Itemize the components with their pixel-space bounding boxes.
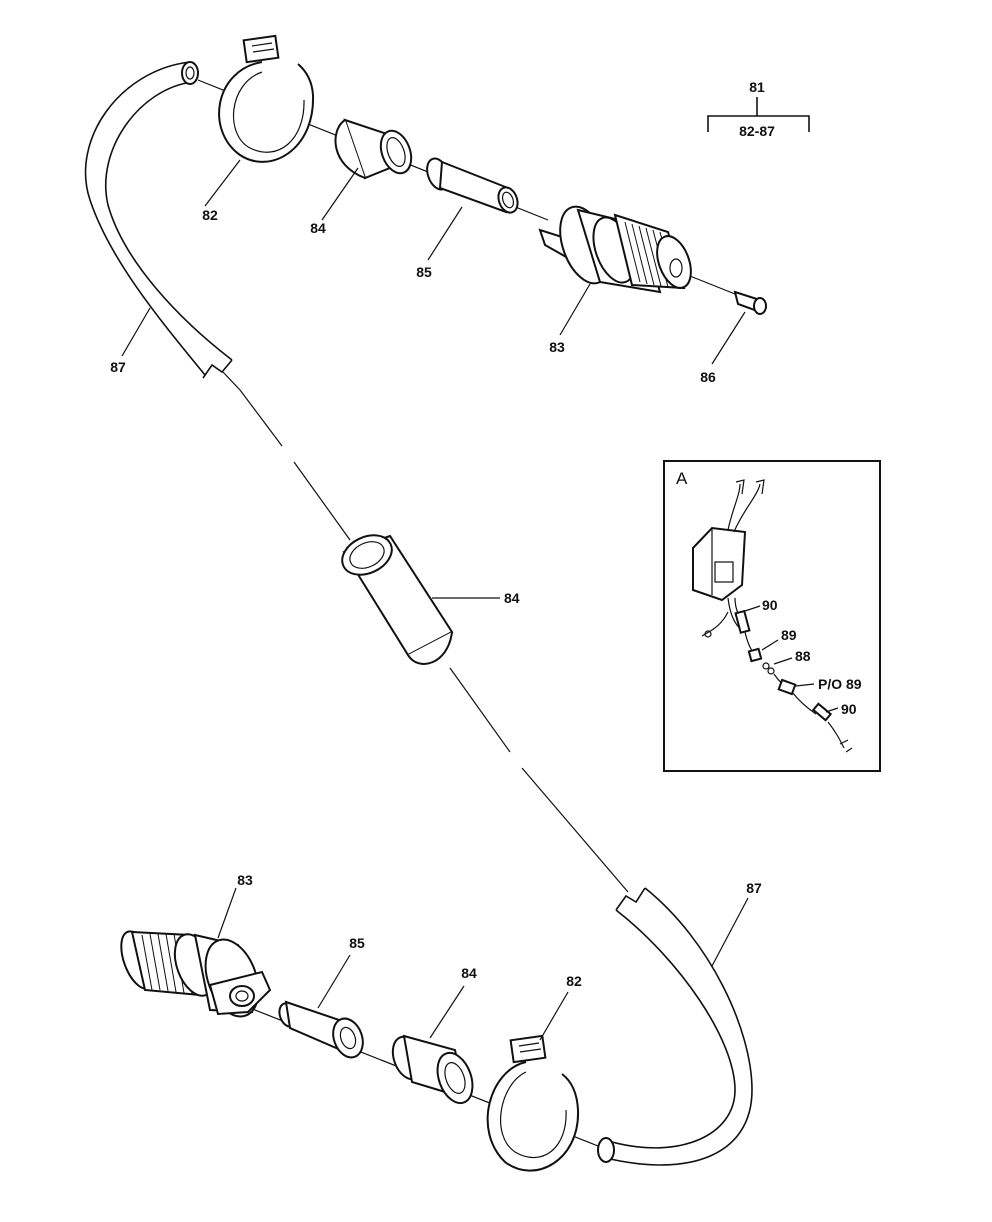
upper-cable — [84, 61, 241, 391]
lower-ferrule: 85 — [278, 935, 365, 1059]
header-callout-bottom: 82-87 — [739, 123, 775, 139]
label-upper-connector: 83 — [549, 339, 565, 355]
label-lower-cable: 87 — [746, 880, 762, 896]
inset-title: A — [676, 469, 688, 488]
inset-callout-90-bottom: 90 — [841, 701, 857, 717]
lower-sleeve: 84 — [391, 965, 477, 1105]
upper-sleeve — [334, 118, 413, 180]
lower-connector: 83 — [120, 872, 272, 1018]
label-upper-ferrule: 85 — [416, 264, 432, 280]
upper-clamp — [218, 34, 315, 163]
inset-callout-po-89: P/O 89 — [818, 676, 862, 692]
label-upper-cable: 87 — [110, 359, 126, 375]
upper-ferrule — [426, 157, 519, 214]
label-lower-sleeve: 84 — [461, 965, 477, 981]
cable-center-line — [239, 389, 629, 893]
contact-pin — [733, 290, 767, 315]
header-callout-top: 81 — [749, 79, 765, 95]
inset-callout-89: 89 — [781, 627, 797, 643]
lower-cable: 87 — [597, 880, 762, 1166]
label-lower-ferrule: 85 — [349, 935, 365, 951]
label-upper-clamp: 82 — [202, 207, 218, 223]
inset-callout-88: 88 — [795, 648, 811, 664]
header-callout: 81 82-87 — [707, 79, 810, 139]
upper-connector — [538, 205, 692, 294]
label-lower-clamp: 82 — [566, 973, 582, 989]
inset-callout-90-top: 90 — [762, 597, 778, 613]
label-lower-connector: 83 — [237, 872, 253, 888]
inset-a: A 90 89 88 — [663, 460, 881, 772]
label-middle-sleeve: 84 — [504, 590, 520, 606]
middle-sleeve: 84 — [341, 534, 520, 665]
lower-clamp: 82 — [486, 973, 582, 1172]
upper-labels: 82 84 85 83 86 87 — [110, 159, 746, 385]
label-contact-pin: 86 — [700, 369, 716, 385]
label-upper-sleeve: 84 — [310, 220, 326, 236]
